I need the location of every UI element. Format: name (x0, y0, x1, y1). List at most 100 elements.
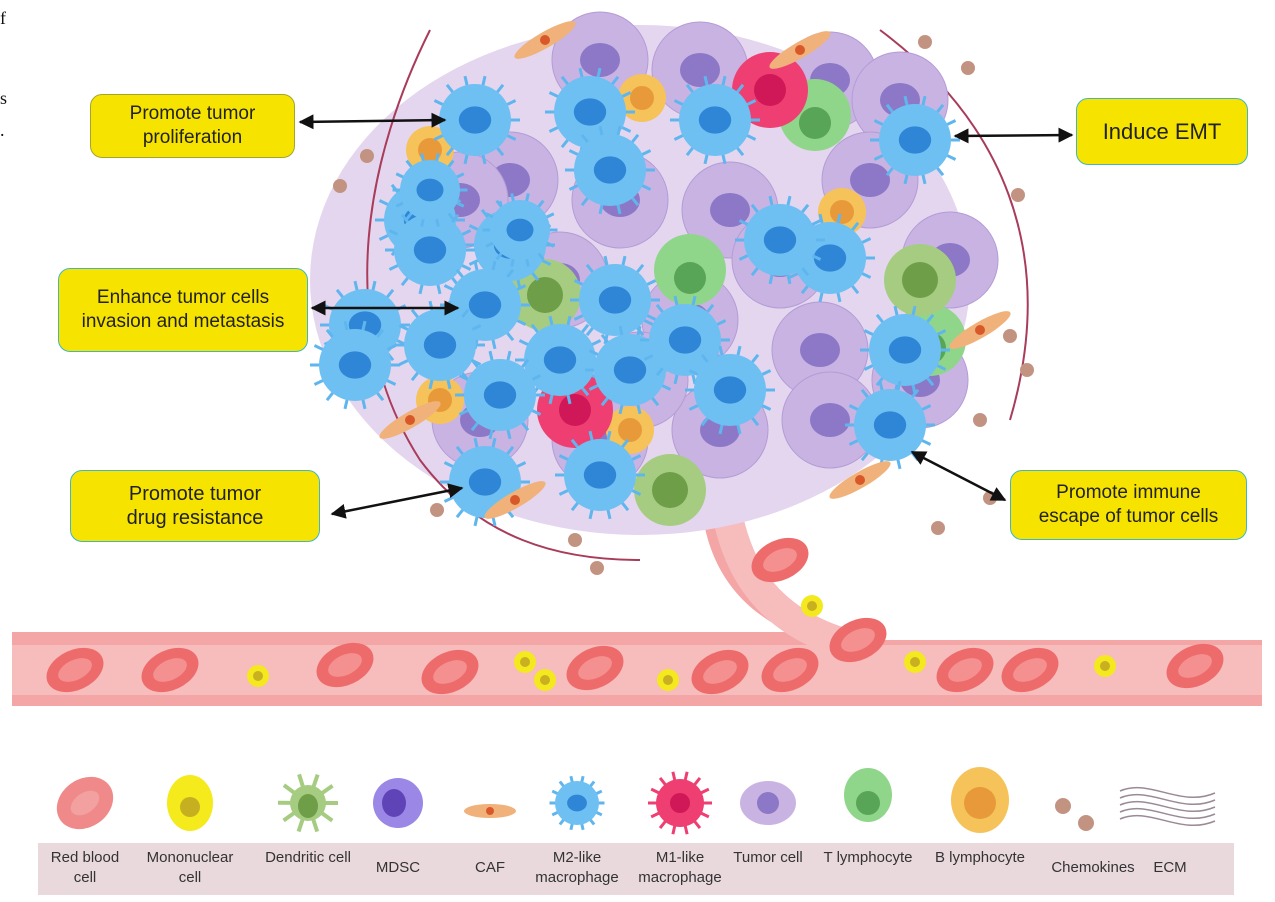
dendritic-cell (884, 244, 956, 316)
legend-label: CAF (475, 859, 505, 876)
effect-drug-resistance: Promote tumor drug resistance (70, 470, 320, 542)
red-blood-cell (691, 649, 749, 695)
m2-macrophage (870, 95, 960, 185)
red-blood-cell (1001, 647, 1059, 693)
effect-invasion: Enhance tumor cells invasion and metasta… (58, 268, 308, 352)
chemokine (931, 521, 945, 535)
legend-label: Red blood cell (50, 849, 120, 886)
arrow-emt (953, 127, 1074, 144)
caf (379, 401, 441, 439)
legend-label: M1-like macrophage (638, 849, 722, 886)
red-blood-cell (46, 647, 104, 693)
m2-macrophage-icon (549, 775, 605, 831)
b-lymphocyte (618, 74, 666, 122)
m1-macrophage-icon (648, 771, 712, 835)
chemokine (333, 179, 347, 193)
dendritic-cell (509, 259, 581, 331)
caf (769, 31, 831, 69)
m2-macrophage (670, 75, 760, 165)
chemokine (430, 503, 444, 517)
chemokine (918, 35, 932, 49)
caf (514, 21, 576, 59)
tumor-mass (310, 11, 1034, 575)
chemokine (961, 61, 975, 75)
dendritic-cell (634, 454, 706, 526)
m2-macrophage (430, 75, 520, 165)
chemokine (568, 533, 582, 547)
red-blood-cell-icon (56, 776, 114, 830)
red-blood-cell (829, 617, 887, 663)
b-lymphocyte-icon (951, 767, 1009, 833)
edge-text-fragment: f (0, 8, 6, 28)
caf (829, 461, 891, 499)
mononuclear-cell (514, 651, 536, 673)
red-blood-cell (316, 642, 374, 688)
legend-icons (56, 767, 1216, 835)
mononuclear-cell (904, 651, 926, 673)
red-blood-cell (936, 647, 994, 693)
chemokine (1011, 188, 1025, 202)
mononuclear-cell (1094, 655, 1116, 677)
legend-band (38, 843, 1234, 895)
chemokine (1020, 363, 1034, 377)
arrow-proliferation (298, 112, 447, 130)
b-lymphocyte (606, 406, 654, 454)
legend-label: Dendritic cell (265, 849, 351, 866)
chemokine (590, 561, 604, 575)
caf (484, 481, 546, 519)
m2-macrophage (482, 193, 558, 267)
legend-label: T lymphocyte (823, 849, 913, 866)
m2-macrophage (310, 320, 400, 410)
edge-text-fragment: s (0, 88, 8, 108)
red-blood-cell (421, 649, 479, 695)
arrow-immune-escape (910, 450, 1007, 502)
legend-label: B lymphocyte (934, 849, 1026, 866)
caf-icon (464, 804, 516, 818)
mononuclear-cell (801, 595, 823, 617)
vessel-cells (46, 537, 1224, 695)
m2-macrophage (565, 125, 655, 215)
caf (949, 311, 1011, 349)
m2-macrophage (455, 350, 545, 440)
m2-macrophage (570, 255, 660, 345)
chemokine (360, 149, 374, 163)
red-blood-cell (566, 645, 624, 691)
mononuclear-cell (247, 665, 269, 687)
mononuclear-cell (534, 669, 556, 691)
m2-macrophage (555, 430, 645, 520)
edge-text-fragment: . (0, 120, 5, 140)
legend-label: M2-like macrophage (535, 849, 619, 886)
legend-label: Mononuclear cell (146, 849, 234, 886)
effect-emt: Induce EMT (1076, 98, 1248, 165)
mononuclear-cell (657, 669, 679, 691)
m2-macrophage (385, 205, 475, 295)
dendritic-cell-icon (277, 773, 338, 833)
m2-macrophage (860, 305, 950, 395)
m2-macrophage (392, 153, 468, 227)
red-blood-cell (761, 647, 819, 693)
m1-macrophage (732, 52, 808, 128)
ecm-icon (1119, 786, 1216, 826)
tumor-cell-icon (740, 781, 796, 825)
arrows (298, 112, 1074, 519)
chemokine (1003, 329, 1017, 343)
m2-macrophage (395, 300, 485, 390)
legend-label: Chemokines (1051, 859, 1135, 876)
t-lymphocyte (654, 234, 726, 306)
red-blood-cell (1166, 643, 1224, 689)
b-lymphocyte (406, 126, 454, 174)
red-blood-cell (751, 537, 809, 583)
mononuclear-cell-icon (167, 775, 213, 831)
red-blood-cell (141, 647, 199, 693)
effect-immune-escape: Promote immune escape of tumor cells (1010, 470, 1247, 540)
chemokine (973, 413, 987, 427)
effect-proliferation: Promote tumor proliferation (90, 94, 295, 158)
m2-macrophage (845, 380, 935, 470)
t-lymphocyte-icon (844, 768, 892, 822)
m2-macrophage (685, 345, 775, 435)
chemokines-icon (1055, 798, 1094, 831)
m2-macrophage (549, 775, 605, 831)
legend-label: ECM (1153, 859, 1187, 876)
arrow-drug-resistance (330, 483, 464, 519)
